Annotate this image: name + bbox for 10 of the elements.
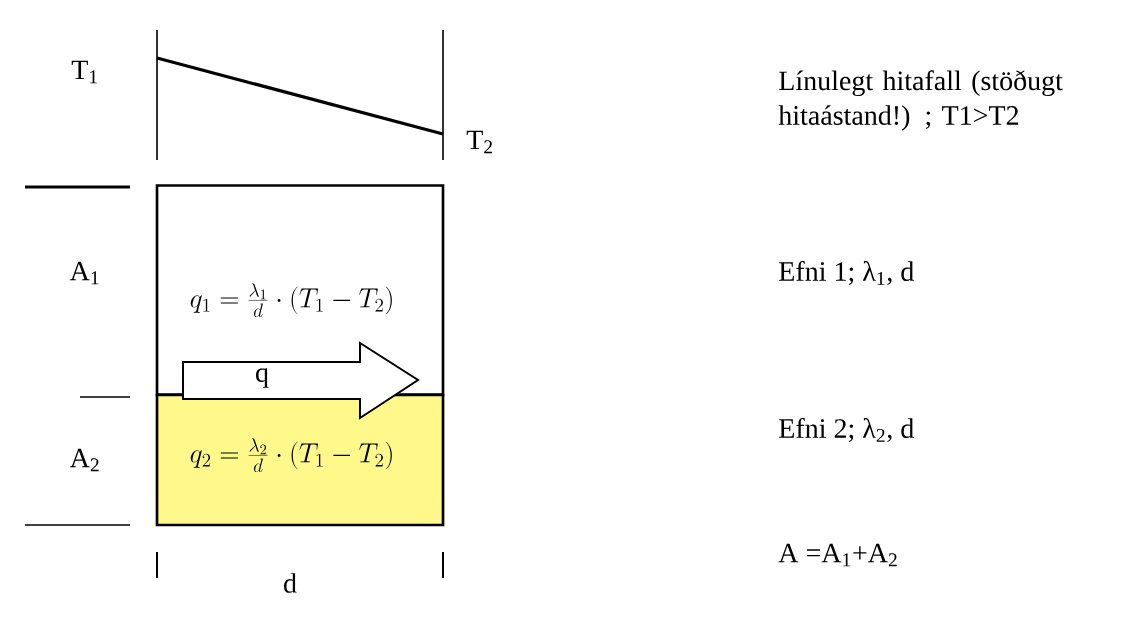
temperature-label: T$_{1}$ — [71, 60, 97, 84]
description-text: Línulegt hitafall (stöðugt hitaástand!) ; T1>T2 — [778, 70, 1063, 131]
layer-box: $q_2 = \frac{\lambda_2}{d} \cdot (T_1 - T_2)$ — [155, 393, 445, 527]
material-label: Efni 2; λ$_{2}$, d — [779, 418, 914, 442]
temperature-label: T$_{2}$ — [466, 130, 493, 154]
area-label: A$_{1}$ — [69, 261, 99, 285]
material-label: Efni 1; λ$_{1}$, d — [779, 261, 914, 285]
area-label: A$_{2}$ — [69, 448, 99, 472]
thickness-label: d — [284, 573, 297, 593]
area-formula-text: A =A$_{1}$+A$_{2}$ — [778, 543, 897, 567]
